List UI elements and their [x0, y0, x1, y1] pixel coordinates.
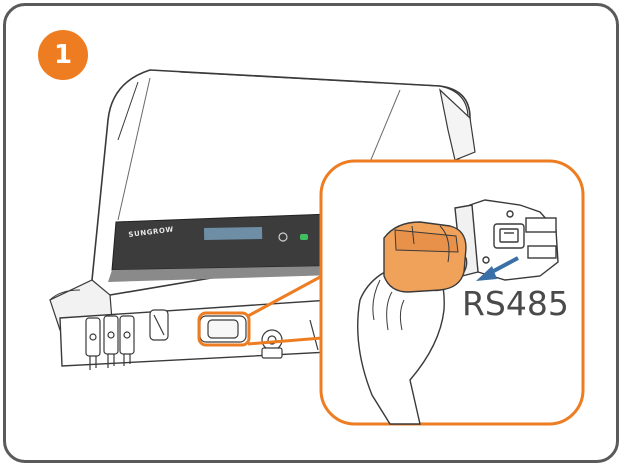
port-label: RS485 — [462, 284, 569, 323]
connector-cap-icon — [384, 222, 466, 292]
